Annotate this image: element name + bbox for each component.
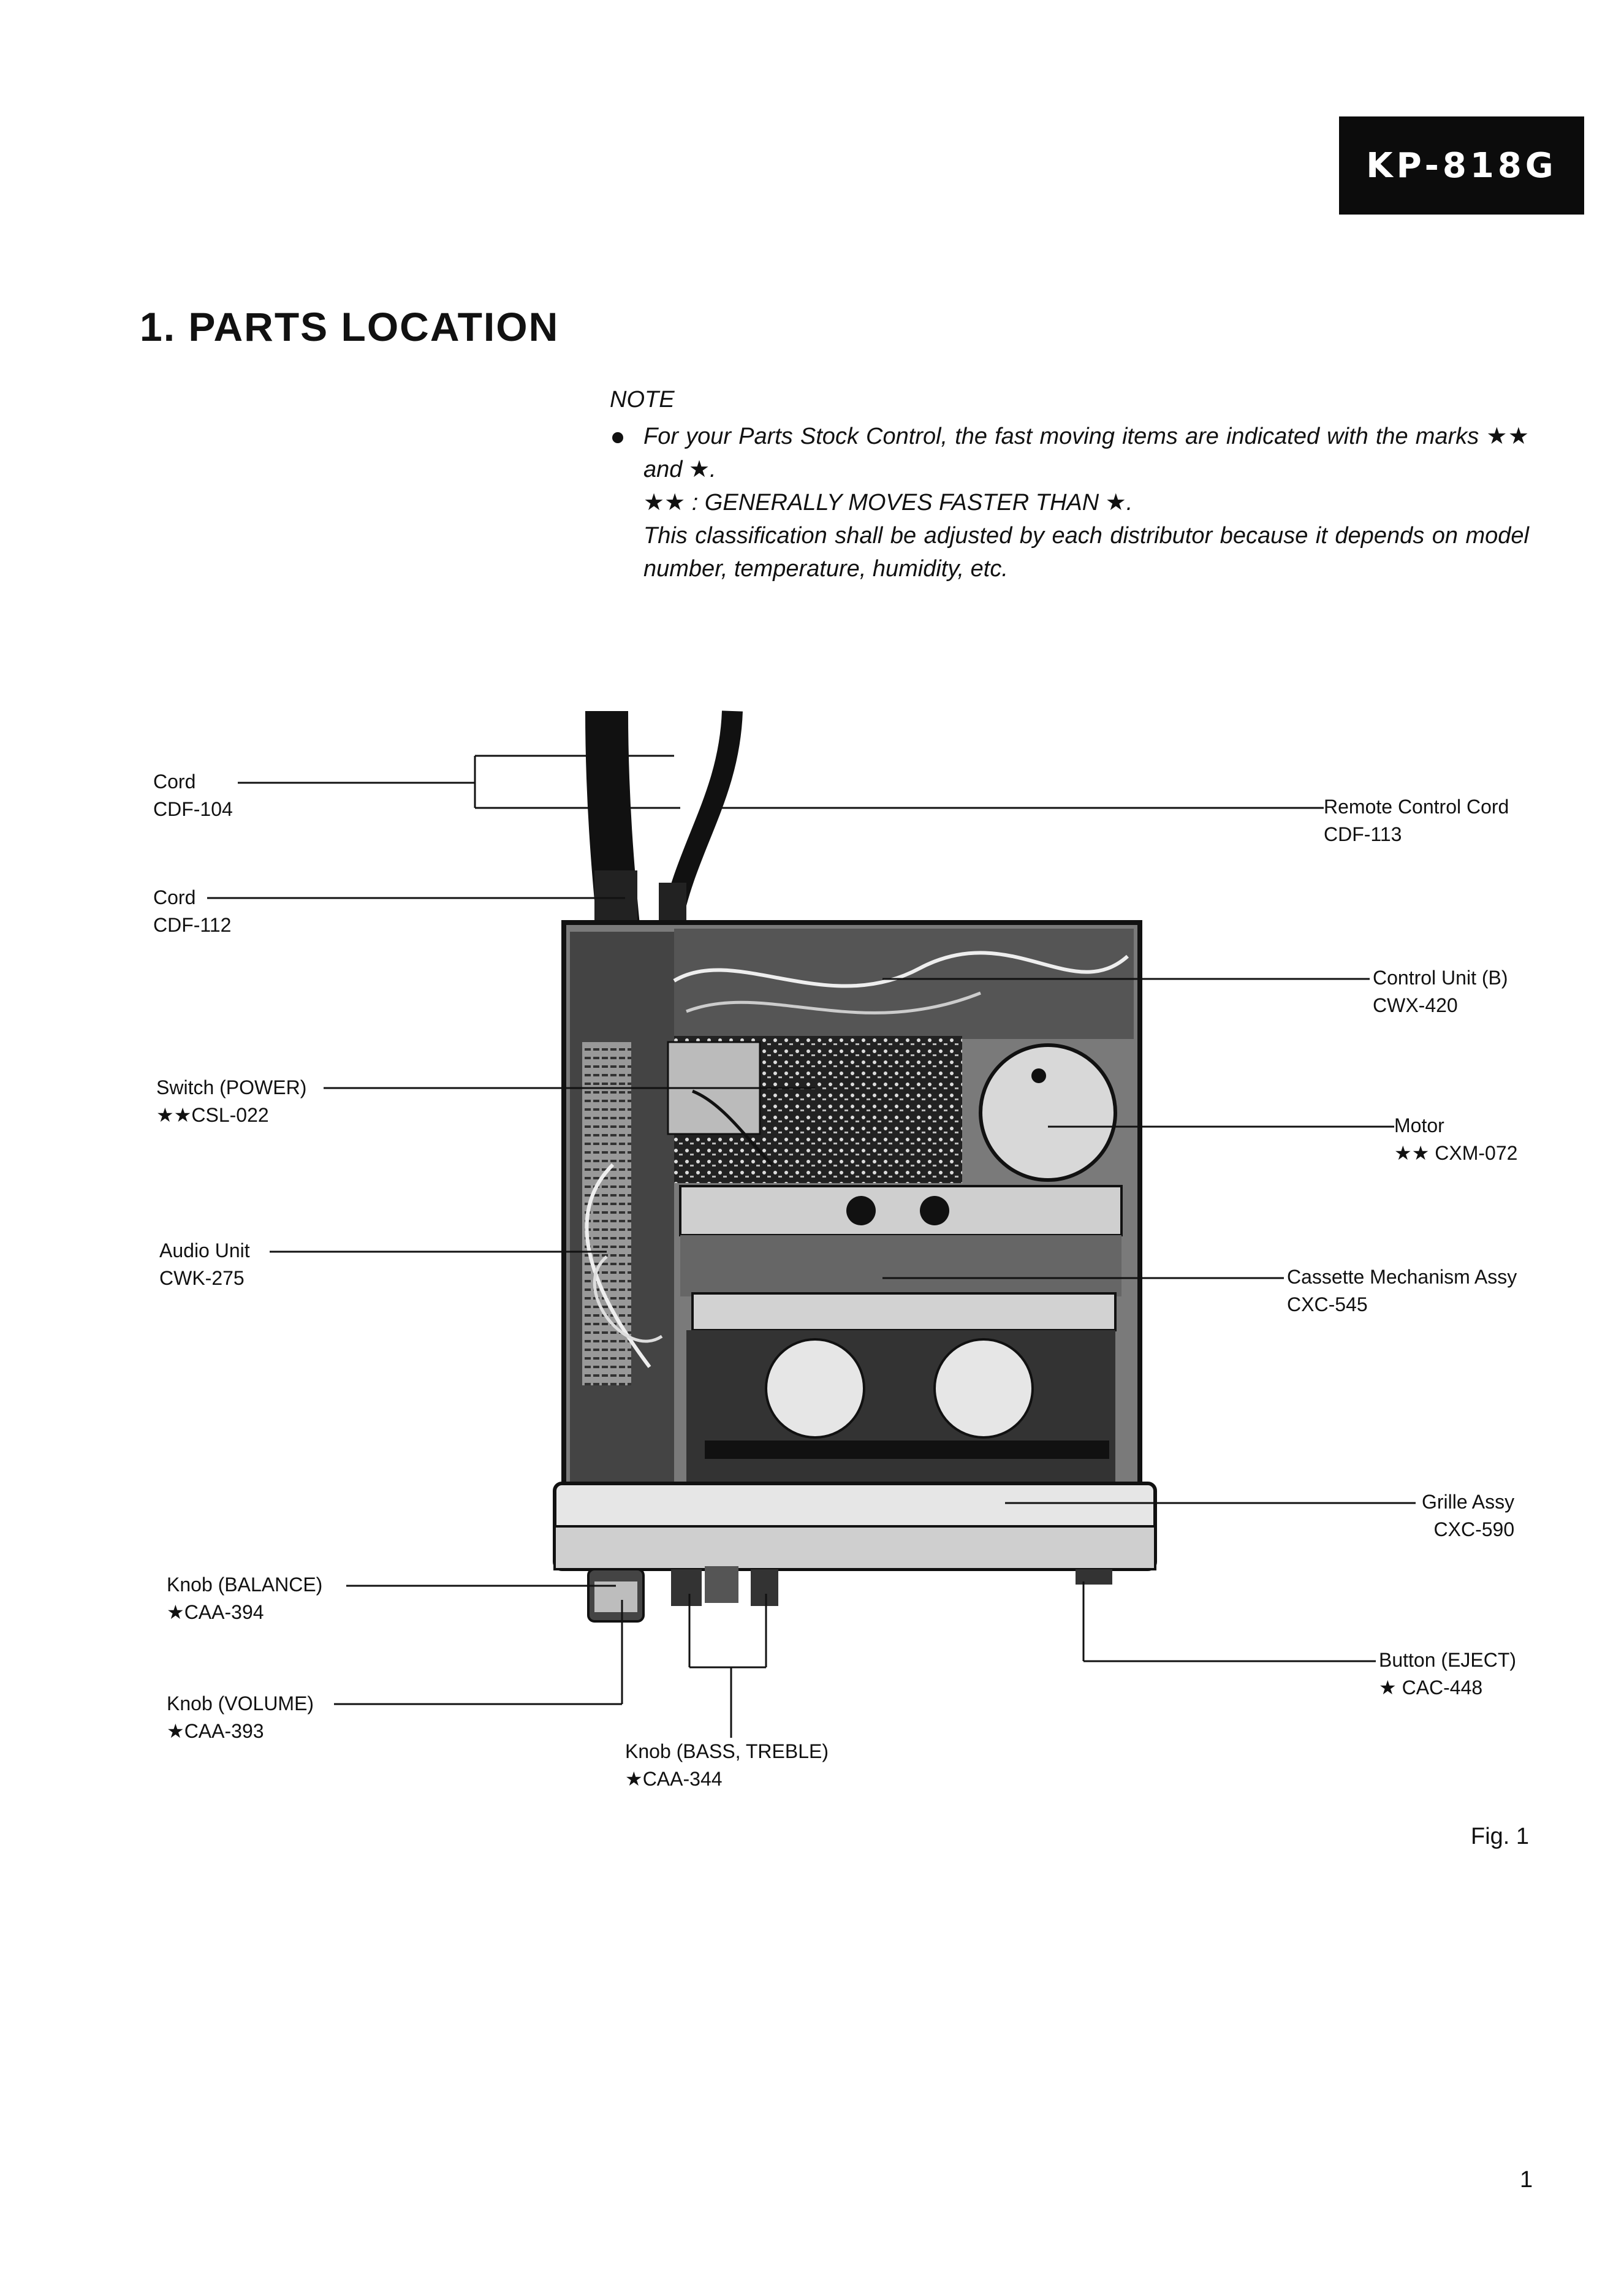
- callout-part: ★ CAC-448: [1379, 1677, 1483, 1699]
- callout-name: Grille Assy: [1422, 1491, 1515, 1513]
- callout-name: Control Unit (B): [1373, 967, 1508, 989]
- callout-part: ★★ CXM-072: [1394, 1142, 1518, 1164]
- note-block: NOTE For your Parts Stock Control, the f…: [610, 383, 1529, 585]
- callout-knob-bass-treble: Knob (BASS, TREBLE) ★CAA-344: [625, 1738, 829, 1793]
- note-line-3: This classification shall be adjusted by…: [643, 523, 1529, 582]
- callout-motor: Motor ★★ CXM-072: [1394, 1112, 1517, 1167]
- section-title: 1. PARTS LOCATION: [140, 304, 560, 349]
- callout-name: Switch (POWER): [156, 1076, 307, 1098]
- callout-part: ★CAA-393: [167, 1720, 264, 1742]
- callout-knob-volume: Knob (VOLUME) ★CAA-393: [167, 1690, 314, 1745]
- callout-part: ★★CSL-022: [156, 1104, 269, 1126]
- callout-part: CXC-545: [1287, 1293, 1368, 1315]
- figure-caption: Fig. 1: [1471, 1824, 1530, 1849]
- callout-cassette-mechanism: Cassette Mechanism Assy CXC-545: [1287, 1263, 1517, 1319]
- callout-name: Knob (VOLUME): [167, 1692, 314, 1715]
- note-bullet: For your Parts Stock Control, the fast m…: [610, 420, 1529, 585]
- callout-name: Knob (BASS, TREBLE): [625, 1740, 829, 1762]
- callout-name: Cassette Mechanism Assy: [1287, 1266, 1517, 1288]
- unit-chassis-illustration: [561, 920, 1142, 1495]
- callout-cord-cdf104: Cord CDF-104: [153, 768, 233, 823]
- callout-knob-balance: Knob (BALANCE) ★CAA-394: [167, 1571, 322, 1626]
- note-heading: NOTE: [610, 387, 675, 413]
- callout-part: CDF-113: [1324, 823, 1402, 845]
- callout-part: CXC-590: [1433, 1518, 1515, 1540]
- callout-remote-control-cord: Remote Control Cord CDF-113: [1324, 793, 1509, 848]
- callout-name: Cord: [153, 886, 196, 908]
- callout-part: CWK-275: [159, 1267, 245, 1289]
- callout-part: CDF-104: [153, 798, 233, 820]
- callout-part: ★CAA-344: [625, 1768, 723, 1790]
- callout-cord-cdf112: Cord CDF-112: [153, 884, 231, 939]
- model-badge: KP-818G: [1339, 116, 1584, 215]
- callout-name: Audio Unit: [159, 1239, 250, 1262]
- model-number: KP-818G: [1366, 145, 1557, 186]
- callout-name: Motor: [1394, 1114, 1444, 1136]
- callout-name: Remote Control Cord: [1324, 796, 1509, 818]
- callout-name: Button (EJECT): [1379, 1649, 1517, 1671]
- grille-illustration: [553, 1482, 1157, 1571]
- callout-name: Knob (BALANCE): [167, 1574, 323, 1596]
- callout-audio-unit: Audio Unit CWK-275: [159, 1237, 250, 1292]
- callout-part: CWX-420: [1373, 994, 1458, 1016]
- leader-lines: [207, 755, 1416, 1738]
- callout-button-eject: Button (EJECT) ★ CAC-448: [1379, 1646, 1516, 1702]
- callout-name: Cord: [153, 771, 196, 793]
- cords-illustration: [585, 710, 743, 944]
- callout-part: CDF-112: [153, 914, 232, 936]
- callout-switch-power: Switch (POWER) ★★CSL-022: [156, 1074, 306, 1129]
- callout-control-unit: Control Unit (B) CWX-420: [1373, 964, 1508, 1019]
- note-line-2: ★★ : GENERALLY MOVES FASTER THAN ★.: [643, 490, 1133, 516]
- callout-grille-assy: Grille Assy CXC-590: [1422, 1488, 1514, 1543]
- page-number: 1: [1520, 2167, 1533, 2193]
- knobs-illustration: [587, 1566, 1112, 1623]
- note-line-1: For your Parts Stock Control, the fast m…: [643, 424, 1529, 482]
- callout-part: ★CAA-394: [167, 1601, 264, 1623]
